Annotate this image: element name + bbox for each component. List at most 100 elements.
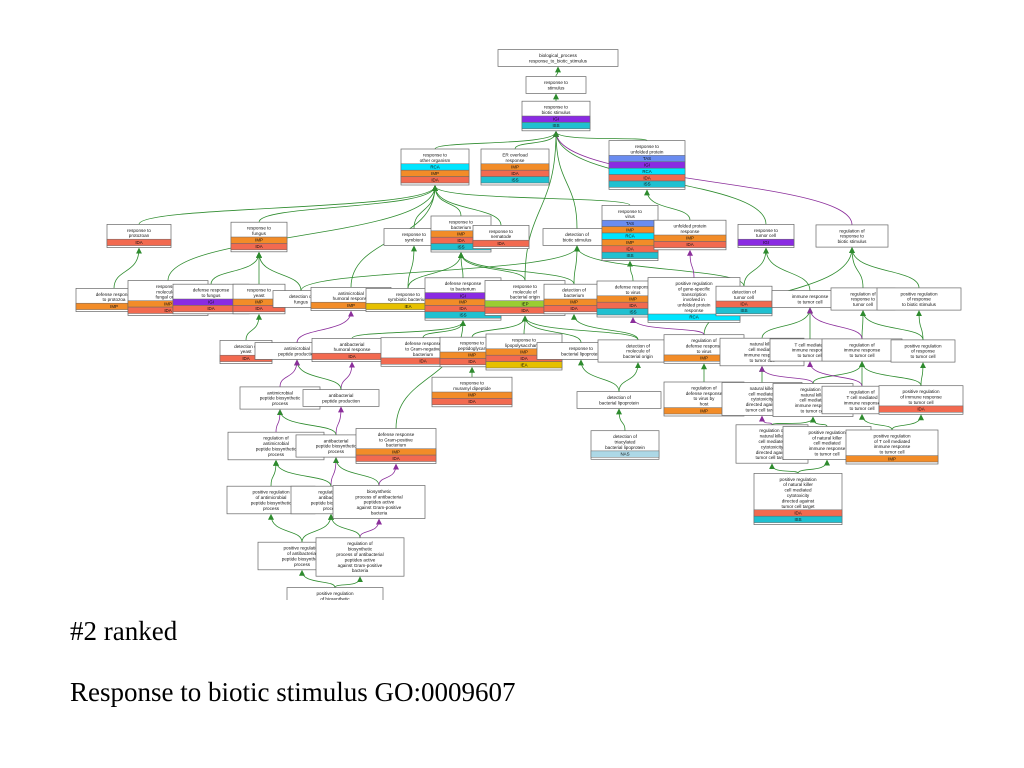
node-label-line: positive regulation — [902, 389, 939, 394]
node-box — [890, 339, 956, 363]
evidence-code: TAS — [643, 156, 651, 161]
node-label-line: biological_process — [539, 53, 577, 58]
node-label-line: immune response — [844, 348, 881, 353]
node-label-line: immune response — [795, 403, 832, 408]
evidence-code: IMP — [700, 356, 708, 361]
edge-abp-bios-to-amp-bios — [277, 409, 337, 436]
evidence-code: IMP — [570, 300, 578, 305]
edge-det-lipoprotein-to-lipoprotein — [578, 359, 620, 392]
edge-det-bact-to-det-biotic — [573, 245, 580, 285]
node-label-line: fungus — [252, 231, 266, 236]
node-label-line: antibacterial — [324, 438, 349, 443]
node-label-line: response to — [754, 228, 778, 233]
node-label-line: process — [263, 506, 280, 511]
evidence-code: IDA — [643, 175, 650, 180]
node-label-line: natural killer — [801, 392, 826, 397]
node-label-line: other organism — [420, 158, 451, 163]
node-label-line: response to — [513, 284, 537, 289]
node-box — [497, 49, 619, 67]
node-label-line: bacterium — [413, 352, 433, 357]
edge-reg-bios-grampos-to-bios-grampos — [359, 518, 382, 538]
node-label-line: regulation of — [800, 387, 826, 392]
edge-det-biotic-to-biotic — [553, 130, 578, 229]
evidence-code: IDA — [740, 302, 747, 307]
evidence-band-ida — [230, 243, 288, 251]
evidence-code: IEA — [404, 304, 411, 309]
evidence-code: RCA — [689, 315, 698, 320]
edge-def-fungus-to-fungus — [210, 251, 262, 285]
node-box — [576, 391, 662, 409]
edge-det-mol-bact-to-det-bact — [571, 313, 639, 341]
node-label-line: detection of — [234, 344, 258, 349]
evidence-code: ISS — [511, 177, 518, 182]
edge-det-fungus-to-fungus — [256, 251, 302, 291]
node-label-line: process — [323, 506, 340, 511]
edge-reg-amp-bios-to-amp-bios — [275, 409, 283, 433]
edge-amp-bios-to-amp-prod — [279, 359, 300, 387]
node-label-line: defense response — [686, 344, 723, 349]
node-label-line: bacteria — [352, 568, 369, 573]
evidence-code: IDA — [348, 354, 355, 359]
node-label-line: response to — [402, 232, 426, 237]
node-label-line: to tumor cell — [749, 358, 774, 363]
evidence-code: IMP — [457, 232, 465, 237]
node-label-line: response to — [127, 228, 151, 233]
evidence-band-iss — [521, 122, 591, 130]
evidence-code: IMP — [255, 300, 263, 305]
node-label-line: tumor cell — [734, 295, 754, 300]
node-label-line: cell mediated — [813, 441, 841, 446]
node-label-line: of response — [907, 297, 931, 302]
node-label-line: to Gram-positive — [379, 437, 413, 442]
evidence-code: ISS — [794, 517, 801, 522]
evidence-code: IDA — [794, 511, 801, 516]
node-label-line: peptide biosynthetic — [251, 500, 292, 505]
edge-det-triacyl-to-det-lipoprotein — [616, 408, 626, 431]
node-label-line: to virus — [697, 349, 713, 354]
node-box — [332, 485, 426, 519]
node-label-line: cell mediated — [784, 488, 812, 493]
evidence-code: IMP — [626, 240, 634, 245]
node-label-line: stimulus — [548, 85, 566, 90]
evidence-band-iss — [608, 180, 686, 188]
edge-def-virus-to-virus — [627, 260, 634, 282]
node-label-line: tumor cell — [756, 233, 776, 238]
evidence-code: ISS — [629, 309, 636, 314]
evidence-code: ISS — [459, 313, 466, 318]
evidence-code: IDA — [468, 359, 475, 364]
node-label-line: tumor cell target — [782, 504, 816, 509]
term-caption: Response to biotic stimulus GO:0009607 — [70, 677, 516, 707]
node-label-line: cell mediated — [799, 398, 827, 403]
node-label-line: response to — [156, 284, 180, 289]
edge-reg-nk-cytotox-to-reg-nk-imm — [771, 416, 816, 426]
node-label-line: response to — [635, 144, 659, 149]
edge-pos-reg-biotic-to-reg-biotic — [849, 247, 920, 288]
node-label-line: peptide biosynthetic — [256, 446, 297, 451]
node-box — [315, 537, 405, 577]
evidence-code: TAS — [626, 221, 634, 226]
evidence-code: IDA — [570, 306, 577, 311]
node-label-line: peptide biosynthetic — [311, 500, 352, 505]
node-label-line: immune response — [744, 352, 781, 357]
edge-reg-abp-bios-to-abp-bios — [330, 457, 339, 487]
node-label-line: regulation of — [839, 228, 865, 233]
go-term-graph: biological_processresponse_to_biotic_sti… — [75, 49, 964, 600]
edge-antibact-hum-to-def-bact — [351, 320, 466, 339]
node-label-line: positive regulation — [873, 433, 910, 438]
node-label-line: fungus — [294, 299, 308, 304]
node-label-line: peptide production — [278, 351, 316, 356]
node-label-line: fungal origin — [155, 295, 180, 300]
evidence-code: IMP — [629, 297, 637, 302]
node-label-line: transcription — [681, 292, 706, 297]
node-label-line: tumor cell target — [756, 455, 790, 460]
node-label-line: positive regulation — [252, 490, 289, 495]
node-label-line: to tumor cell — [879, 450, 904, 455]
evidence-code: IEP — [521, 301, 528, 306]
